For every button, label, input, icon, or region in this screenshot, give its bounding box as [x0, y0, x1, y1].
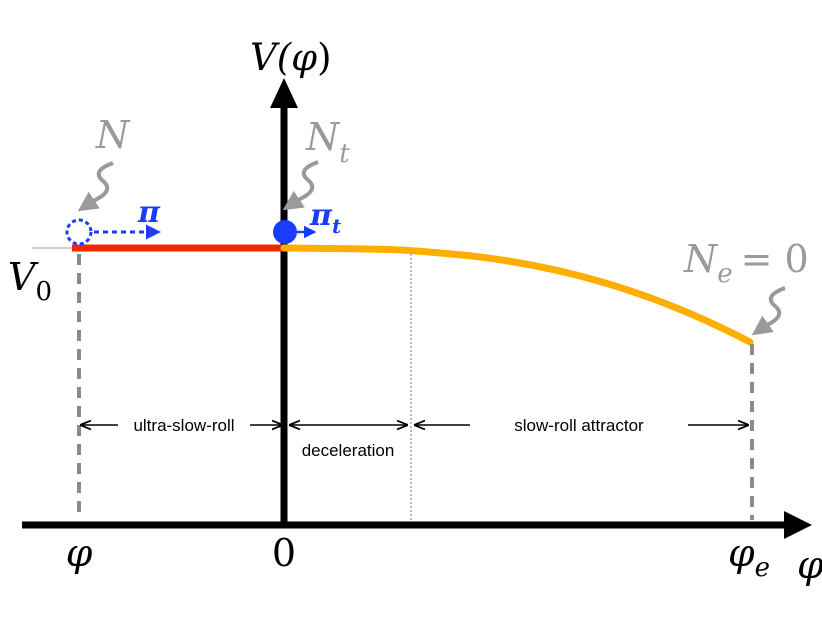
v0-label: V0 — [8, 255, 52, 307]
ne-label: Ne= 0 — [683, 237, 809, 289]
nt-label: Nt — [305, 115, 350, 169]
pi-label: π — [137, 195, 161, 230]
phie-tick-label: φe — [728, 531, 770, 583]
ultra-slow-roll-label: ultra-slow-roll — [133, 416, 234, 435]
deceleration-label: deceleration — [302, 441, 395, 460]
transition-state-marker — [273, 220, 297, 244]
slow-roll-attractor-label: slow-roll attractor — [514, 416, 644, 435]
y-axis-title: V(φ) — [250, 36, 332, 79]
pit-label: πt — [309, 198, 342, 238]
phi-tick-label: φ — [66, 531, 93, 575]
ne-pointer — [751, 286, 786, 336]
slope-curve — [280, 244, 754, 346]
n-label: N — [95, 113, 131, 157]
nt-pointer — [282, 160, 319, 211]
x-axis-title: φ — [797, 543, 822, 587]
x-axis-arrowhead — [784, 511, 812, 539]
y-axis-arrowhead — [270, 78, 298, 108]
initial-state-marker — [65, 218, 93, 246]
zero-tick-label: 0 — [272, 531, 296, 575]
n-pointer — [77, 161, 114, 212]
